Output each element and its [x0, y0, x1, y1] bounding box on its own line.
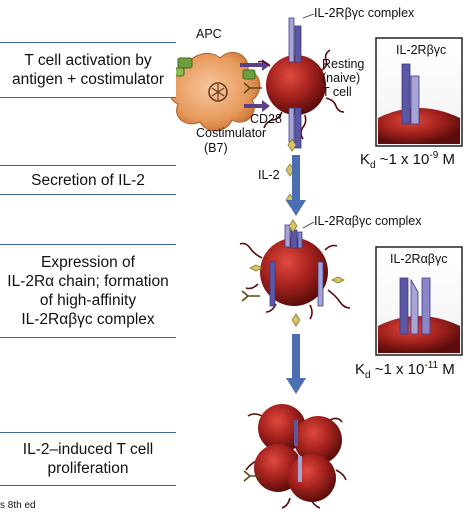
inset2-title: IL-2Rαβγc — [390, 252, 448, 266]
apc-cell — [169, 52, 261, 132]
step-text: IL-2Rαβγc complex — [21, 311, 155, 328]
resting-label: Resting — [322, 57, 365, 71]
step-text: Secretion of IL-2 — [31, 171, 145, 189]
costimulator-label: Costimulator — [196, 126, 267, 140]
tcell-label: T cell — [322, 85, 352, 99]
kd-top: Kd ~1 x 10-9 M — [360, 150, 455, 171]
il2r-alpha-beta-gamma-receptor — [269, 221, 324, 307]
step-text: of high-affinity — [39, 292, 137, 309]
il2-molecules — [285, 138, 297, 207]
il2-bound-molecules — [249, 219, 345, 327]
flow-arrow-2 — [286, 334, 306, 394]
step-box-secretion: Secretion of IL-2 — [0, 165, 176, 195]
inset-il2r-beta-gamma — [375, 37, 463, 147]
source-credit: s 8th ed — [0, 500, 36, 511]
activated-t-cell — [239, 238, 351, 320]
step-text: Expression of — [41, 254, 135, 271]
step-text: IL-2–induced T cell — [22, 441, 154, 458]
flow-arrow-1 — [286, 155, 306, 216]
step-text: proliferation — [47, 460, 129, 477]
inset1-title: IL-2Rβγc — [396, 43, 447, 57]
mhc-antigen-icon — [173, 57, 256, 80]
il2rbg-complex-label: IL-2Rβγc complex — [314, 6, 415, 20]
il2rabg-complex-label: IL-2Rαβγc complex — [314, 214, 422, 228]
il2-label: IL-2 — [258, 168, 280, 182]
apc-label: APC — [196, 27, 222, 41]
step-box-activation: T cell activation by antigen + costimula… — [0, 42, 176, 98]
cd28-label: CD28 — [250, 112, 282, 126]
step-box-expression: Expression of IL-2Rα chain; formation of… — [0, 244, 176, 338]
proliferating-t-cells — [243, 404, 347, 509]
naive-label: (naive) — [322, 71, 361, 85]
step-box-proliferation: IL-2–induced T cell proliferation — [0, 432, 176, 486]
step-text: T cell activation by — [24, 52, 152, 69]
resting-t-cell — [243, 42, 345, 140]
kd-bottom: Kd ~1 x 10-11 M — [355, 360, 455, 381]
inset-il2r-alpha-beta-gamma — [375, 246, 463, 356]
step-text: antigen + costimulator — [11, 71, 165, 88]
b7-label: (B7) — [204, 141, 228, 155]
step-text: IL-2Rα chain; formation — [7, 273, 169, 290]
